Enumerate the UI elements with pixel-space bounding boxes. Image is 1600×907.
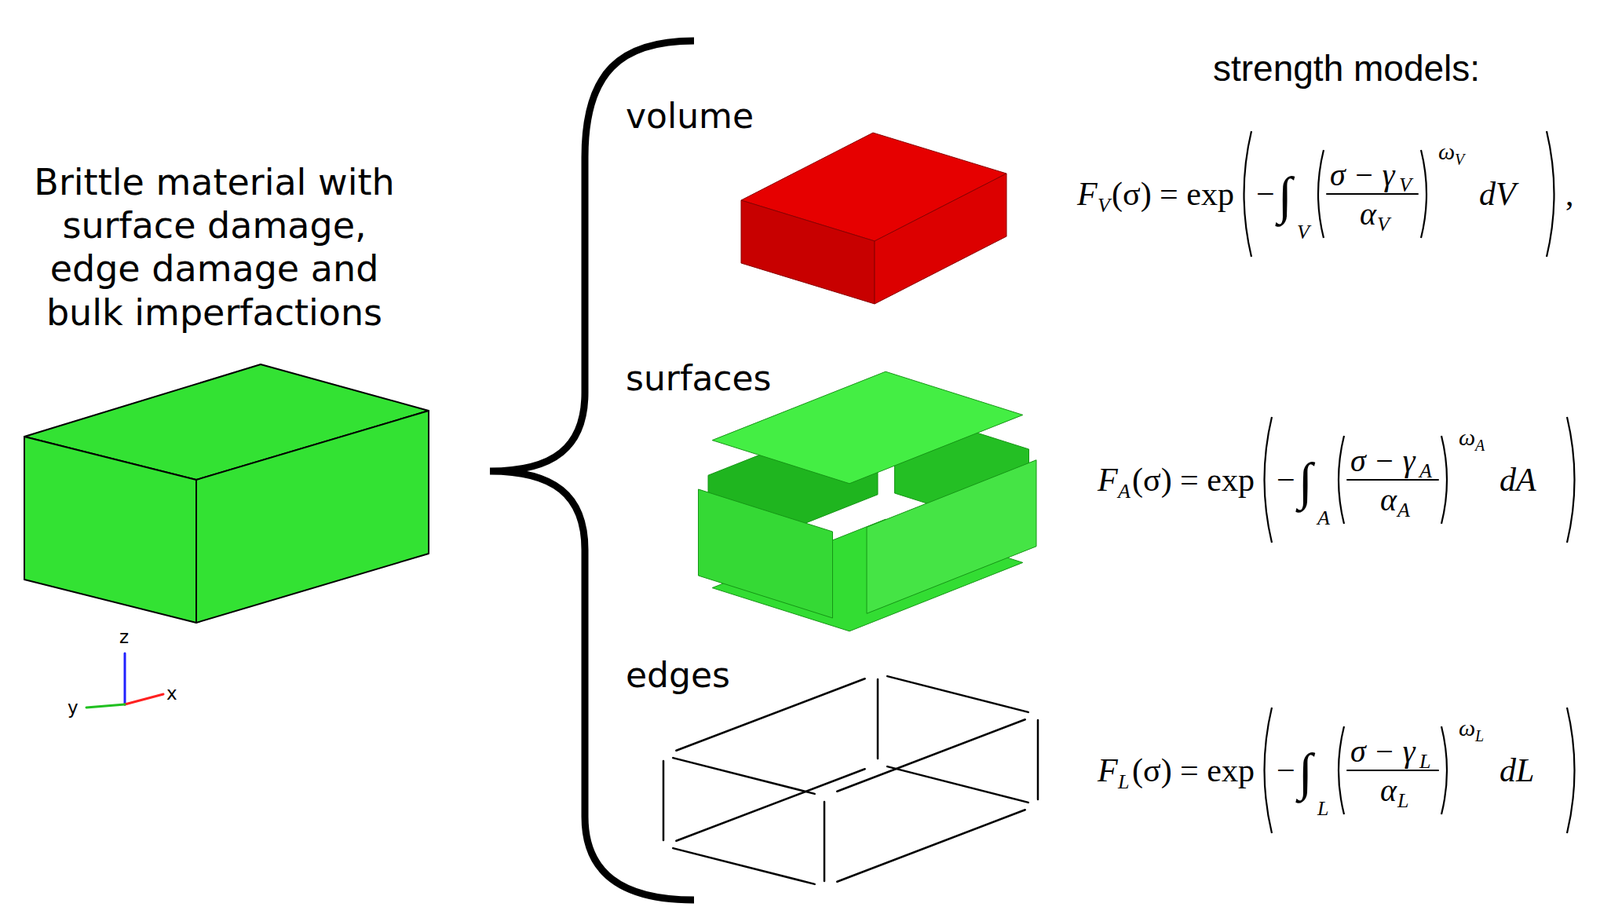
edge-line [887,675,1029,713]
formula-text: F [1077,177,1098,211]
edge-line [823,801,826,881]
parenthesis [1338,726,1345,815]
formula-text: α [1359,198,1377,231]
formula-text: − [1276,753,1296,787]
formula-text: A [1317,507,1330,529]
volume-side-face [874,173,1007,304]
formula-text: ω [1438,139,1455,164]
formula-text: V [1296,222,1310,243]
big-parenthesis [1244,131,1253,257]
axis-label: z [119,628,129,647]
formula-text: A [1419,460,1432,482]
volume-front-face [741,200,875,304]
edge-line [662,760,665,841]
edge-line [876,679,880,759]
part-label: volume [625,98,754,134]
edge-line [675,768,865,841]
formula-text: A [1475,437,1485,453]
formula-text: (σ) = exp [1132,463,1255,497]
formula-text: ∫ [1298,455,1313,508]
formula-text: σ − γ [1329,159,1395,191]
formula-text: V [1097,195,1111,216]
formula-text: ω [1458,425,1476,450]
parenthesis [1421,149,1427,238]
formula-text: (σ) = exp [1111,177,1235,211]
formula-text: V [1454,151,1465,168]
parenthesis [1441,726,1447,815]
edge-line [1037,719,1040,800]
formula-text: σ − γ [1350,445,1415,477]
formula-text: A [1117,481,1131,502]
surface-front-wall [698,489,833,618]
edge-line [836,719,1025,792]
description-text: Brittle material with surface damage, ed… [26,160,402,335]
formula-text: V [1399,175,1412,196]
formula-text: A [1397,500,1411,521]
formula-text: α [1380,484,1397,516]
axis-label: y [67,698,79,717]
formula-text: dA [1499,463,1537,497]
formula-text: α [1380,774,1397,807]
formula-text: ∫ [1298,745,1313,798]
curly-brace [489,40,695,900]
parenthesis [1318,149,1324,238]
formula-text: ω [1458,715,1476,740]
axis-z [124,653,127,705]
axis-label: x [166,684,178,703]
formula-text: σ − γ [1350,735,1415,768]
axis-x [124,694,164,705]
formula-text: − [1256,177,1275,211]
formula-text: ∫ [1278,169,1293,222]
edge-line [887,766,1029,803]
parenthesis [1338,435,1345,524]
formula-text: L [1117,771,1129,793]
surface-front-wall [866,460,1037,614]
formula-text: F [1097,753,1118,787]
big-parenthesis [1264,416,1273,543]
box-front-face [24,436,197,623]
formula-text: , [1565,177,1575,211]
heading-text: strength models: [1212,50,1480,87]
box-side-face [196,410,429,623]
parenthesis [1441,435,1447,524]
big-parenthesis [1546,131,1555,257]
edge-line [672,757,815,794]
formula-text: L [1419,751,1431,772]
big-parenthesis [1567,416,1575,543]
big-parenthesis [1264,707,1273,833]
axis-y [86,704,125,708]
part-label: surfaces [625,361,772,396]
formula-text: dL [1499,753,1535,787]
formula-text: (σ) = exp [1132,753,1255,787]
formula-text: dV [1479,177,1516,211]
formula-text: − [1276,463,1296,497]
edge-line [836,809,1025,882]
part-label: edges [625,657,731,693]
formula-text: L [1475,727,1484,744]
big-parenthesis [1567,707,1575,833]
formula-text: F [1097,463,1118,497]
edge-line [672,847,815,885]
formula-text: L [1397,790,1409,811]
formula-text: V [1377,214,1390,235]
formula-text: L [1317,798,1329,819]
